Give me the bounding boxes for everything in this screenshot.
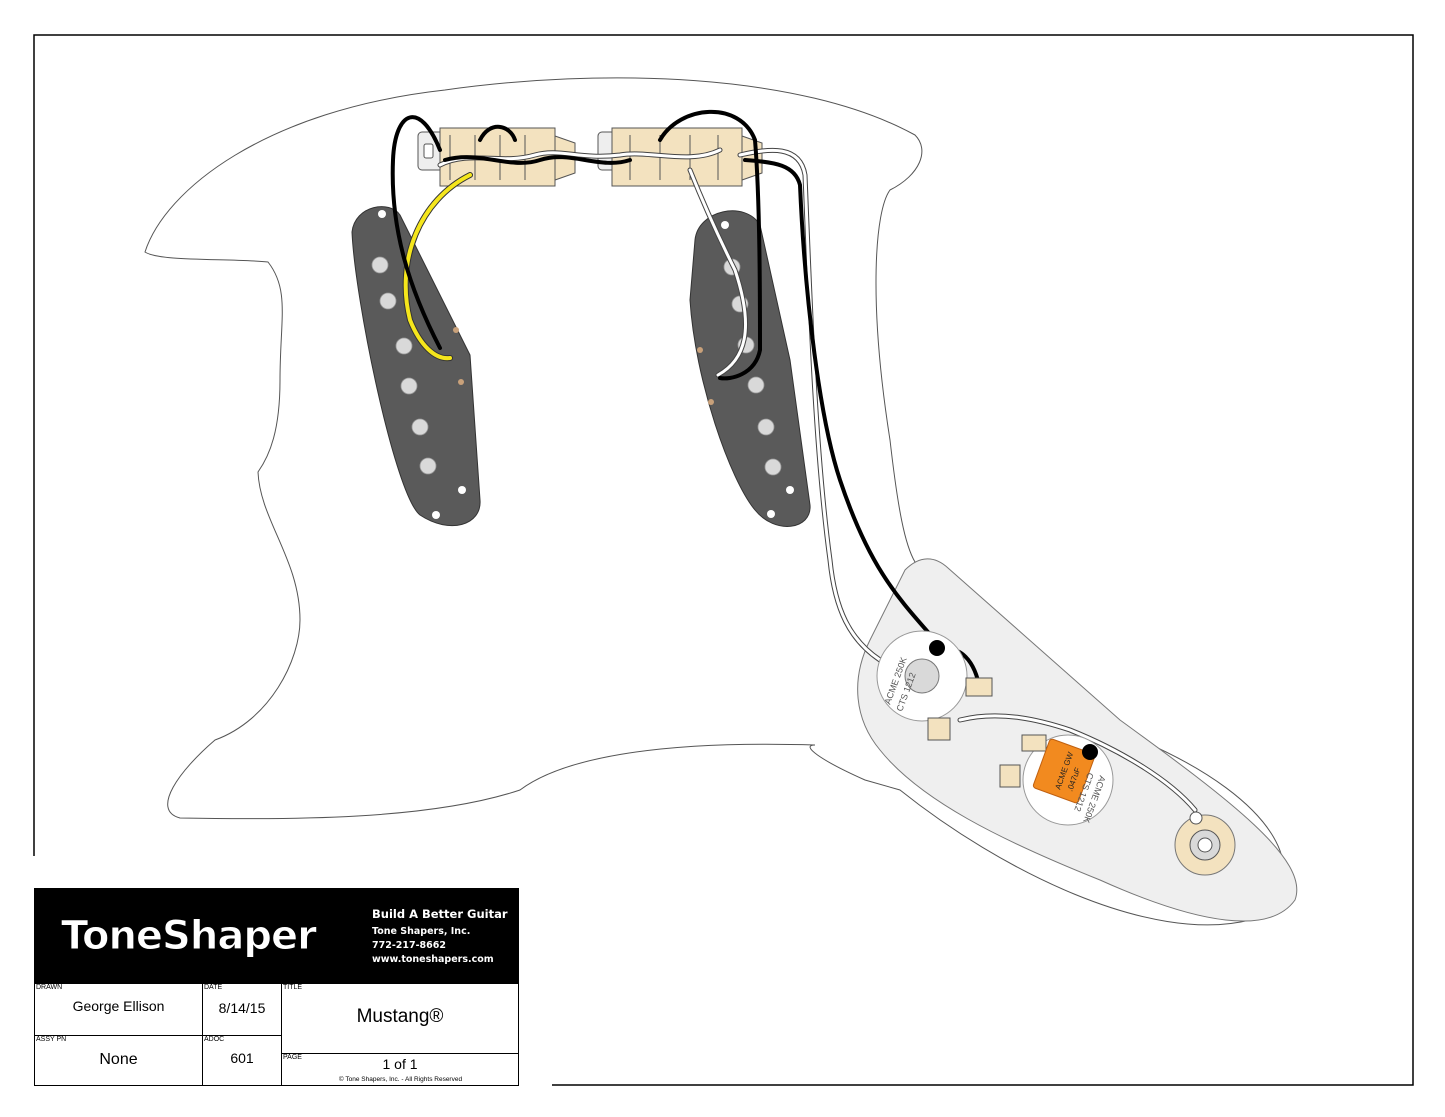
tagline: Build A Better Guitar — [372, 907, 508, 921]
tone-pot: ACME GW ACME 250K — [999, 734, 1114, 826]
copyright: © Tone Shapers, Inc. - All Rights Reserv… — [338, 1076, 463, 1083]
pole-piece — [411, 418, 429, 436]
company-name: Tone Shapers, Inc. — [372, 926, 471, 937]
volume-pot: ACME 250K — [876, 630, 993, 741]
drawn-cell: DRAWN George Ellison — [35, 984, 203, 1036]
pole-piece — [419, 457, 437, 475]
adoc-value: 601 — [230, 1050, 254, 1066]
capacitor — [1032, 738, 1096, 804]
pole-piece — [764, 458, 782, 476]
pole-piece — [400, 377, 418, 395]
pole-piece — [757, 418, 775, 436]
title-value: Mustang® — [356, 1006, 444, 1027]
date-cell: DATE 8/14/15 — [203, 984, 282, 1036]
neck-pickup — [351, 206, 481, 527]
title-cell: TITLE Mustang® — [282, 984, 518, 1054]
assy-value: None — [99, 1051, 138, 1068]
company-phone: 772-217-8662 — [372, 940, 446, 951]
adoc-cell: ADOC 601 — [203, 1036, 282, 1085]
pole-piece — [747, 376, 765, 394]
logo-banner: ToneShaper Build A Better Guitar Tone Sh… — [35, 889, 518, 984]
page-value: 1 of 1 — [382, 1056, 418, 1072]
page-cell: PAGE 1 of 1 — [282, 1054, 518, 1085]
title-block: ToneShaper Build A Better Guitar Tone Sh… — [34, 888, 519, 1086]
pole-piece — [379, 292, 397, 310]
pole-piece — [371, 256, 389, 274]
pole-piece — [395, 337, 413, 355]
wires — [390, 109, 1198, 813]
date-value: 8/14/15 — [218, 1000, 266, 1016]
toneshaper-logo: ToneShaper — [61, 913, 319, 960]
logo-text: ToneShaper — [61, 913, 317, 959]
output-jack — [1174, 811, 1236, 876]
page-border — [33, 34, 1414, 1086]
drawn-value: George Ellison — [72, 998, 165, 1014]
company-website: www.toneshapers.com — [372, 954, 494, 965]
assy-cell: ASSY PN None — [35, 1036, 203, 1085]
